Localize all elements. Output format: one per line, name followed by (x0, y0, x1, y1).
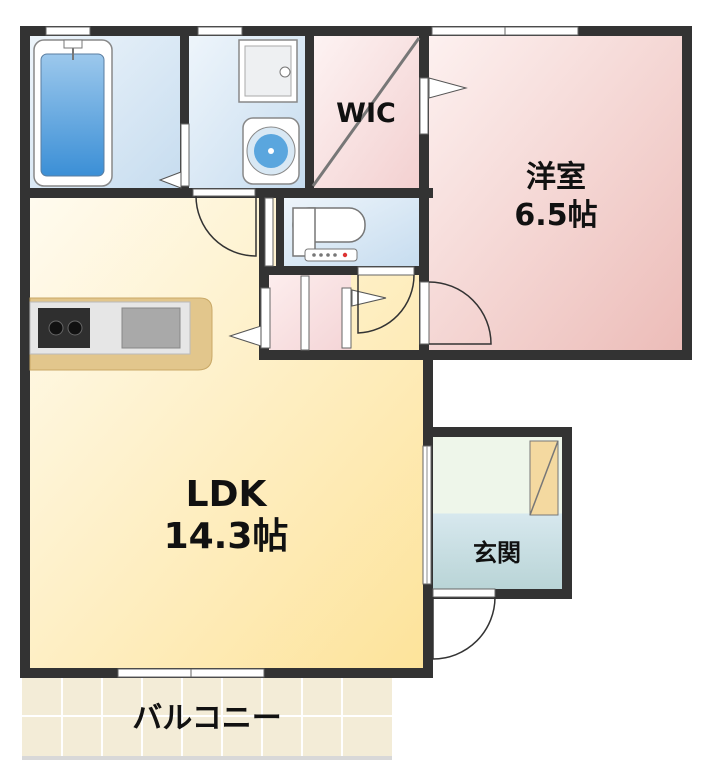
wic-shelf-diagonal (311, 37, 421, 187)
western-room-floor (427, 34, 685, 352)
western-room-size: 6.5帖 (514, 198, 597, 233)
toilet (292, 207, 366, 262)
doors (158, 77, 496, 660)
balcony-label: バルコニー (132, 701, 281, 736)
balcony (22, 676, 392, 760)
wic-label: WIC (336, 98, 396, 129)
shoe-cabinet (529, 440, 559, 516)
kitchen-counter (29, 297, 213, 371)
ldk-size: 14.3帖 (164, 516, 289, 557)
western-room-name: 洋室 (526, 160, 586, 195)
windows (45, 26, 579, 678)
bathtub (33, 39, 113, 187)
washbasin (238, 39, 300, 185)
entrance-label: 玄関 (473, 539, 521, 567)
ldk-name: LDK (186, 474, 268, 515)
